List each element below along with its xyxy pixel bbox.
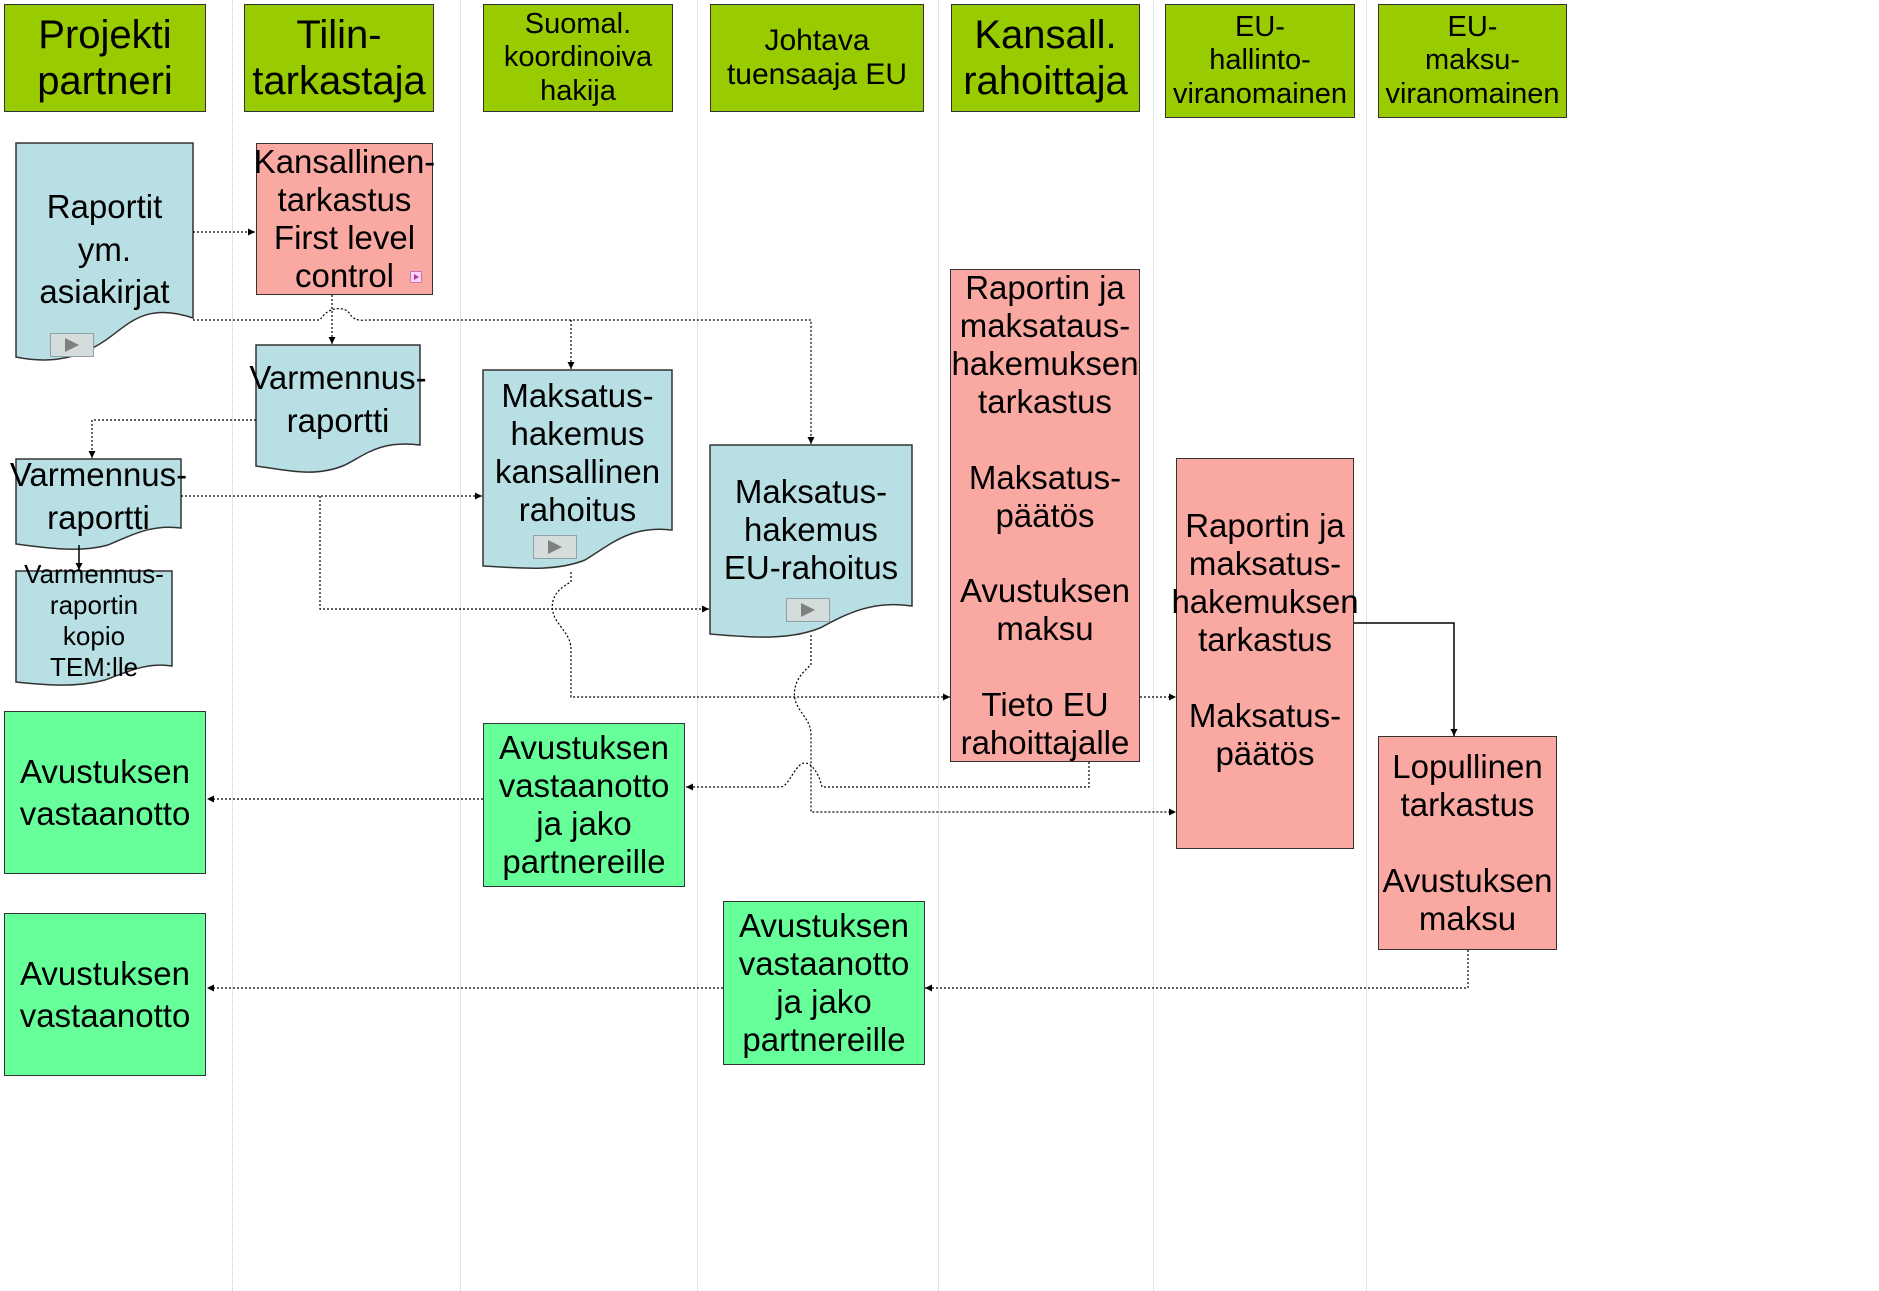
payment-coordinator-distribution: Avustuksen vastaanotto ja jako partnerei… (483, 723, 685, 887)
flow-verification-to-partner (88, 419, 256, 458)
document-verification-copy-label: Varmennus- raportin kopio TEM:lle (24, 558, 164, 683)
play-icon[interactable] (533, 535, 577, 559)
lane-header-project-partner: Projekti partneri (4, 4, 206, 112)
document-verification-copy-shape (15, 570, 173, 686)
lane-header-lead-beneficiary: Johtava tuensaaja EU (710, 4, 924, 112)
flow-national-application-to-funder (551, 572, 950, 701)
lane-header-national-funder: Kansall. rahoittaja (951, 4, 1140, 112)
flow-eu-application-to-eu-authority (793, 635, 1176, 816)
document-payment-application-national-label: Maksatus- hakemus kansallinen rahoitus (494, 377, 661, 528)
lane-divider (1366, 0, 1367, 1291)
payment-partner-receipt-1: Avustuksen vastaanotto (4, 711, 206, 874)
process-final-control: Lopullinen tarkastus Avustuksen maksu (1378, 736, 1557, 950)
document-payment-application-national-shape (482, 369, 673, 570)
flow-funder-to-coordinator (686, 762, 1090, 791)
lane-divider (938, 0, 939, 1291)
lane-header-auditor: Tilin- tarkastaja (244, 4, 434, 112)
lane-header-eu-managing-authority: EU- hallinto- viranomainen (1165, 4, 1355, 118)
document-payment-application-eu-shape (709, 444, 913, 638)
flow-final-control-to-lead (925, 950, 1469, 992)
payment-partner-receipt-2: Avustuksen vastaanotto (4, 913, 206, 1076)
process-eu-authority-review: Raportin ja maksatus- hakemuksen tarkast… (1171, 458, 1359, 849)
lane-header-eu-paying-authority: EU- maksu- viranomainen (1378, 4, 1567, 118)
process-national-funder-review: Raportin ja maksataus- hakemuksen tarkas… (950, 268, 1140, 762)
document-reports-shape (15, 142, 194, 361)
lane-divider (232, 0, 233, 1291)
document-verification-report-partner-label: Varmennus- raportti (9, 456, 188, 536)
document-verification-report-auditor-label: Varmennus- raportti (249, 359, 427, 439)
lane-header-finnish-coordinator: Suomal. koordinoiva hakija (483, 4, 673, 112)
play-icon[interactable] (786, 598, 830, 622)
document-payment-application-eu-label: Maksatus- hakemus EU-rahoitus (723, 473, 899, 586)
play-icon[interactable] (410, 271, 422, 283)
document-verification-report-auditor-shape (255, 344, 421, 473)
document-verification-report-partner-shape (15, 458, 182, 551)
process-national-control: Kansallinen- tarkastus First level contr… (253, 143, 436, 295)
flow-partner-to-eu-application (319, 496, 709, 613)
lane-divider (1153, 0, 1154, 1291)
flow-eu-authority-to-final-control (1354, 622, 1458, 736)
flow-reports-to-applications (193, 308, 815, 444)
lane-divider (697, 0, 698, 1291)
play-icon[interactable] (50, 333, 94, 357)
lane-divider (460, 0, 461, 1291)
document-reports-label: Raportit ym. asiakirjat (39, 187, 170, 311)
payment-lead-distribution: Avustuksen vastaanotto ja jako partnerei… (723, 901, 925, 1065)
